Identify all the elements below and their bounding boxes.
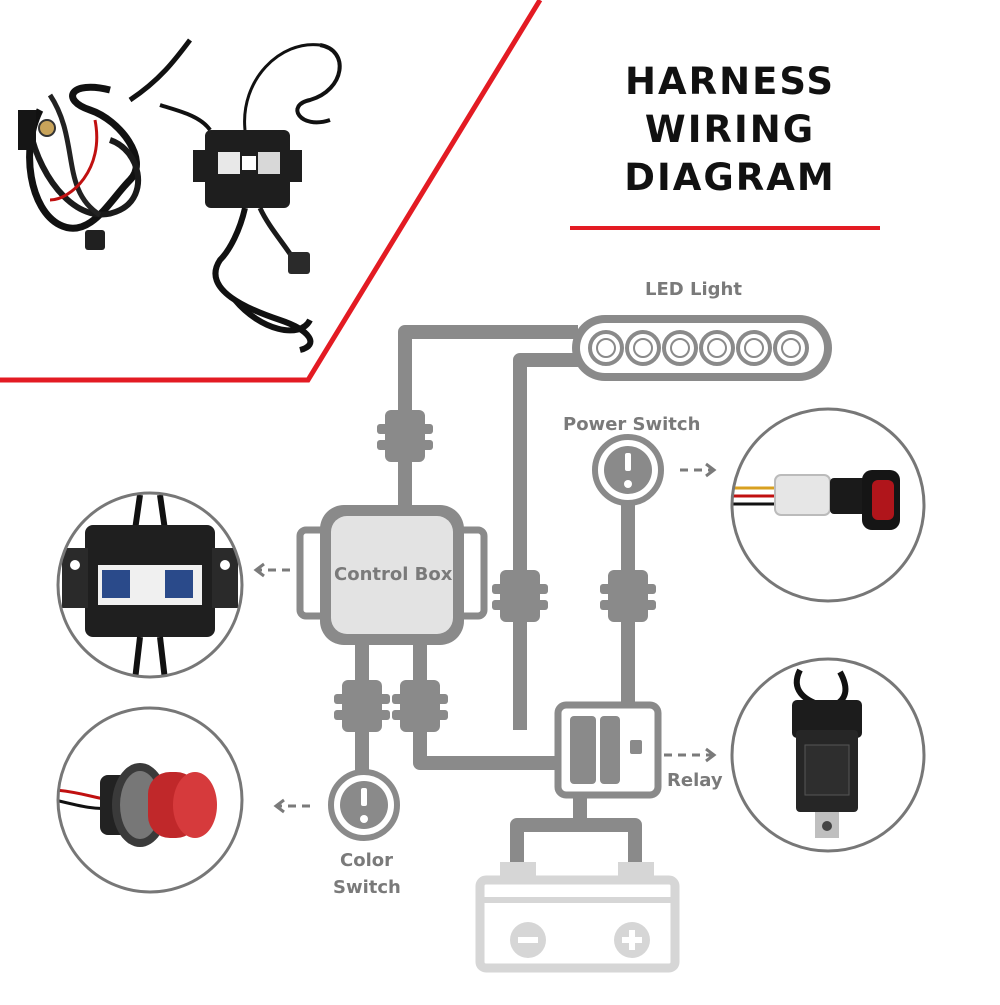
- title-line-1: HARNESS: [625, 60, 835, 103]
- power-switch-photo: [730, 407, 926, 603]
- title-underline: [570, 226, 880, 230]
- control-box-label: Control Box: [334, 564, 453, 585]
- red-divider-line: [0, 0, 543, 383]
- title-line-3: DIAGRAM: [624, 156, 836, 199]
- power-switch-icon: [592, 434, 664, 506]
- arrow-icon: [253, 462, 717, 814]
- control-box: [296, 505, 488, 645]
- led-light-bar: [572, 315, 832, 381]
- color-switch-photo: [56, 706, 244, 894]
- power-switch-label: Power Switch: [563, 414, 701, 435]
- color-switch-label-line2: Switch: [333, 877, 401, 898]
- control-box-photo: [56, 491, 244, 679]
- led-light-label: LED Light: [645, 279, 742, 300]
- relay-icon: [554, 701, 662, 799]
- title-line-2: WIRING: [644, 108, 816, 151]
- color-switch-label-line1: Color: [340, 850, 393, 871]
- relay-photo: [730, 657, 926, 853]
- battery-icon: [475, 862, 680, 973]
- connector-icon: [334, 410, 656, 732]
- relay-label: Relay: [667, 770, 723, 791]
- harness-photo: [18, 38, 342, 353]
- color-switch-icon: [328, 769, 400, 841]
